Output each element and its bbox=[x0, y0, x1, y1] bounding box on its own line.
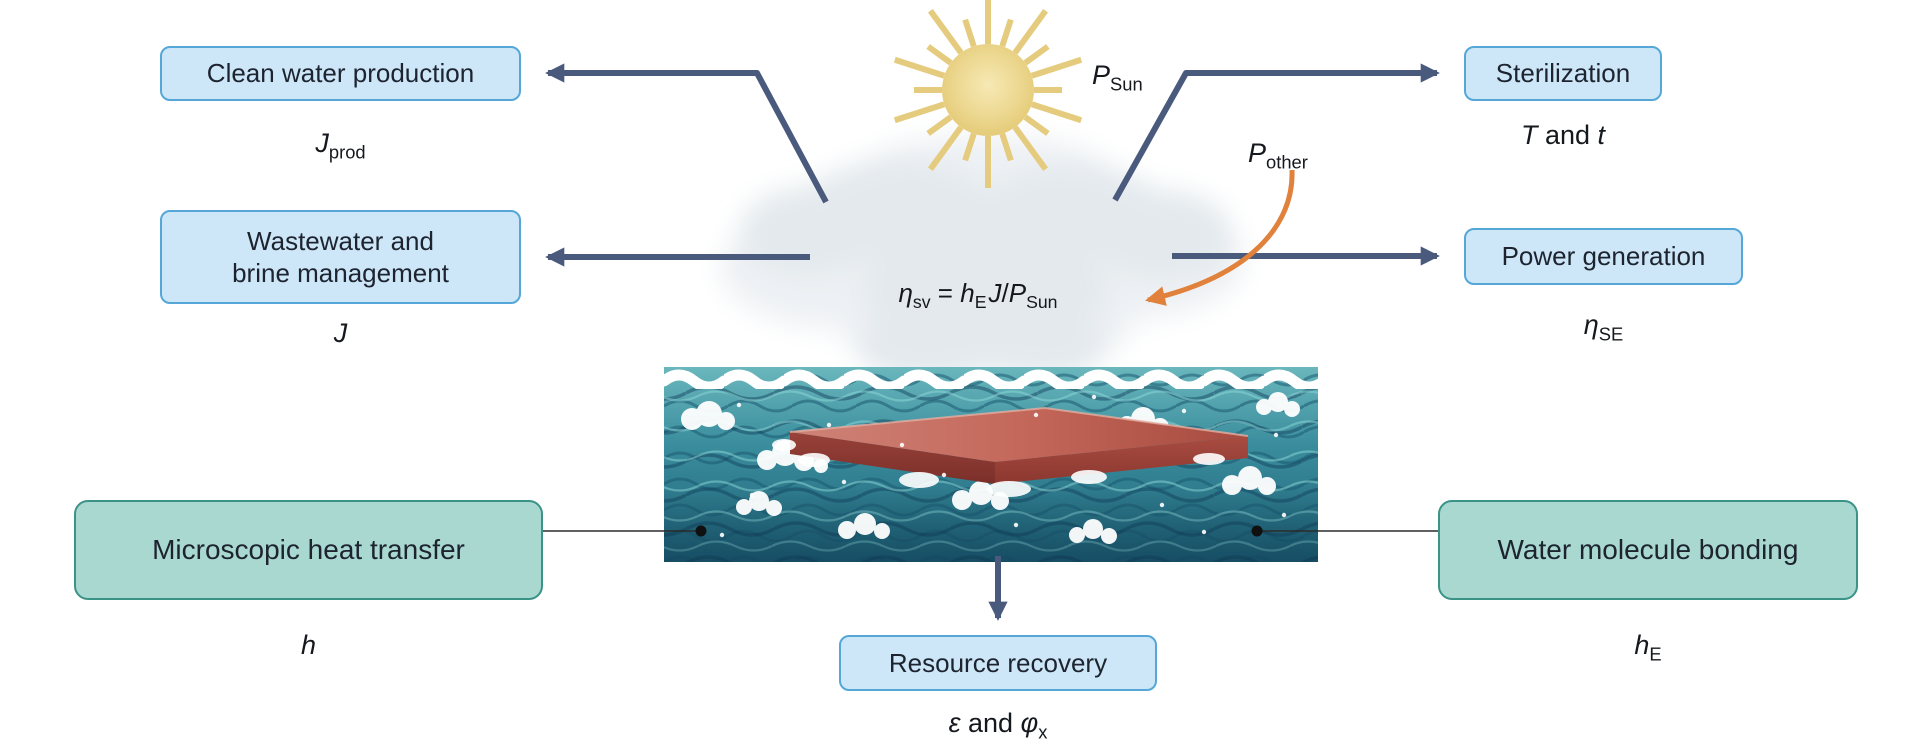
box-clean-water-production: Clean water production bbox=[160, 46, 521, 101]
box-wastewater-brine: Wastewater and brine management bbox=[160, 210, 521, 304]
waterline-foam bbox=[772, 439, 1225, 497]
eq-eta-sub: sv bbox=[912, 292, 931, 313]
sea-spray bbox=[719, 394, 1287, 538]
var-epsilon: ε bbox=[948, 708, 961, 738]
arrow-to-clean-water bbox=[545, 63, 829, 204]
var-T: T bbox=[1520, 120, 1538, 150]
var-h-e: h bbox=[1634, 630, 1650, 660]
evaporator-slab bbox=[789, 406, 1249, 484]
var-t: t bbox=[1597, 120, 1606, 150]
box-water-molecule-bonding: Water molecule bonding bbox=[1438, 500, 1858, 600]
box-sterilization: Sterilization bbox=[1464, 46, 1662, 101]
label-equation: ηsv = hEJ/PSun bbox=[838, 278, 1118, 313]
label-p-other: Pother bbox=[1248, 138, 1308, 173]
box-bonding-label: Water molecule bonding bbox=[1497, 534, 1799, 565]
eq-eta: η bbox=[898, 278, 913, 308]
box-power-label: Power generation bbox=[1501, 241, 1706, 271]
sub-p-sun: Sun bbox=[1110, 73, 1143, 95]
box-wastewater-line1: Wastewater and bbox=[247, 225, 434, 256]
sun-icon bbox=[893, 0, 1083, 188]
eq-h-sub: E bbox=[974, 292, 987, 313]
eq-P-sub: Sun bbox=[1026, 292, 1058, 313]
vapor-cloud bbox=[720, 134, 1245, 381]
eq-equals: = bbox=[930, 278, 961, 308]
sub-h-e: E bbox=[1649, 643, 1662, 665]
label-h: h bbox=[74, 630, 543, 661]
arrow-p-other bbox=[1145, 169, 1295, 306]
label-eta-se: ηSE bbox=[1464, 310, 1743, 345]
eq-slash: / bbox=[1001, 278, 1009, 308]
sea-foam bbox=[681, 392, 1300, 544]
box-sterilization-label: Sterilization bbox=[1495, 58, 1631, 88]
var-eta-se: η bbox=[1583, 310, 1599, 340]
label-t-and-t: T and t bbox=[1464, 120, 1662, 151]
sub-j-prod: prod bbox=[328, 141, 366, 163]
var-phi: φ bbox=[1020, 708, 1039, 738]
var-p-other: P bbox=[1248, 138, 1267, 168]
box-resource-recovery: Resource recovery bbox=[839, 635, 1157, 691]
label-p-sun: PSun bbox=[1092, 60, 1143, 95]
text-and-1: and bbox=[1537, 120, 1598, 150]
box-clean-water-label: Clean water production bbox=[206, 58, 475, 88]
connector-heat-transfer bbox=[543, 525, 707, 537]
connector-dot-right bbox=[1251, 525, 1263, 537]
flow-arrows bbox=[545, 63, 1440, 621]
sub-p-other: other bbox=[1266, 151, 1308, 173]
var-h: h bbox=[300, 630, 317, 660]
ocean-illustration bbox=[664, 367, 1318, 562]
box-resource-label: Resource recovery bbox=[888, 647, 1108, 678]
sub-eta-se: SE bbox=[1598, 323, 1624, 345]
box-microscopic-heat-transfer: Microscopic heat transfer bbox=[74, 500, 543, 600]
label-eps-phi: ε and φx bbox=[839, 708, 1157, 743]
var-p-sun: P bbox=[1092, 60, 1111, 90]
eq-J: J bbox=[988, 278, 1002, 308]
label-j: J bbox=[160, 318, 521, 349]
connector-bonding bbox=[1251, 525, 1438, 537]
arrow-to-sterilization bbox=[1112, 63, 1440, 202]
eq-h: h bbox=[960, 278, 975, 308]
box-wastewater-line2: brine management bbox=[232, 258, 449, 288]
text-and-2: and bbox=[960, 708, 1021, 738]
eq-P: P bbox=[1008, 278, 1027, 308]
connector-dot-left bbox=[695, 525, 707, 537]
label-j-prod: Jprod bbox=[160, 128, 521, 163]
var-j-prod: J bbox=[315, 128, 329, 158]
label-h-e: hE bbox=[1438, 630, 1858, 665]
var-j: J bbox=[333, 318, 348, 348]
box-power-generation: Power generation bbox=[1464, 228, 1743, 285]
box-heat-label: Microscopic heat transfer bbox=[152, 534, 465, 565]
sub-phi-x: x bbox=[1038, 721, 1048, 743]
